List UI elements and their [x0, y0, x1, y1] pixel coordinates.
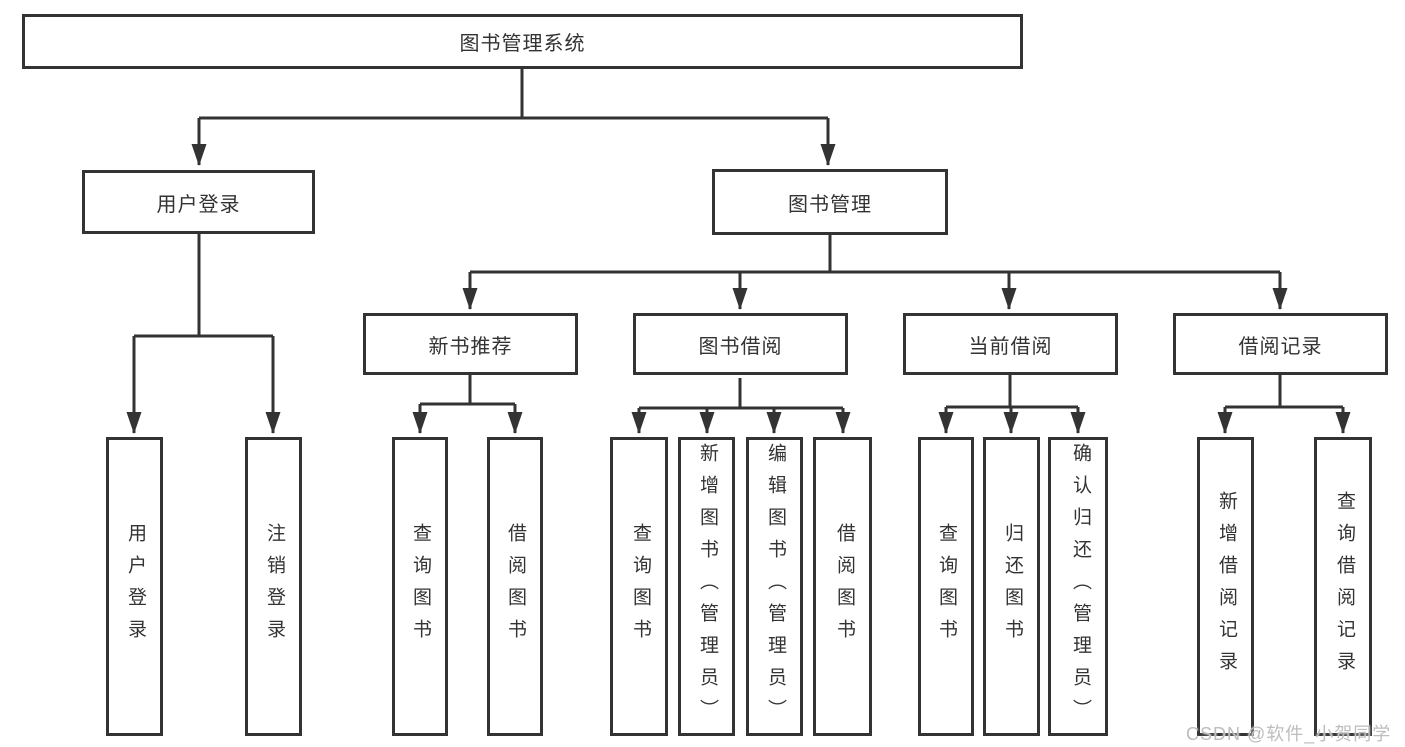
- csdn-watermark: CSDN @软件_小贺同学: [1186, 724, 1392, 744]
- leaf-add-borrow-record: 新增借阅记录: [1197, 437, 1254, 736]
- leaf-query-books-recommend: 查询图书: [392, 437, 448, 736]
- leaf-user-login: 用户登录: [106, 437, 163, 736]
- leaf-borrow-books: 借阅图书: [813, 437, 872, 736]
- node-user-login: 用户登录: [82, 170, 315, 234]
- leaf-edit-books-admin: 编辑图书（管理员）: [746, 437, 803, 736]
- node-borrow-record: 借阅记录: [1173, 313, 1388, 375]
- leaf-add-books-admin: 新增图书（管理员）: [678, 437, 735, 736]
- node-current-borrow: 当前借阅: [903, 313, 1118, 375]
- leaf-query-books-borrow: 查询图书: [610, 437, 668, 736]
- node-new-book-recommend: 新书推荐: [363, 313, 578, 375]
- leaf-query-books-current: 查询图书: [918, 437, 974, 736]
- leaf-borrow-books-recommend: 借阅图书: [487, 437, 543, 736]
- node-library-management-system: 图书管理系统: [22, 14, 1023, 69]
- leaf-logout: 注销登录: [245, 437, 302, 736]
- leaf-confirm-return-admin: 确认归还（管理员）: [1048, 437, 1108, 736]
- leaf-return-books: 归还图书: [983, 437, 1040, 736]
- node-book-management: 图书管理: [712, 169, 948, 235]
- node-book-borrow: 图书借阅: [633, 313, 848, 375]
- leaf-query-borrow-record: 查询借阅记录: [1314, 437, 1372, 736]
